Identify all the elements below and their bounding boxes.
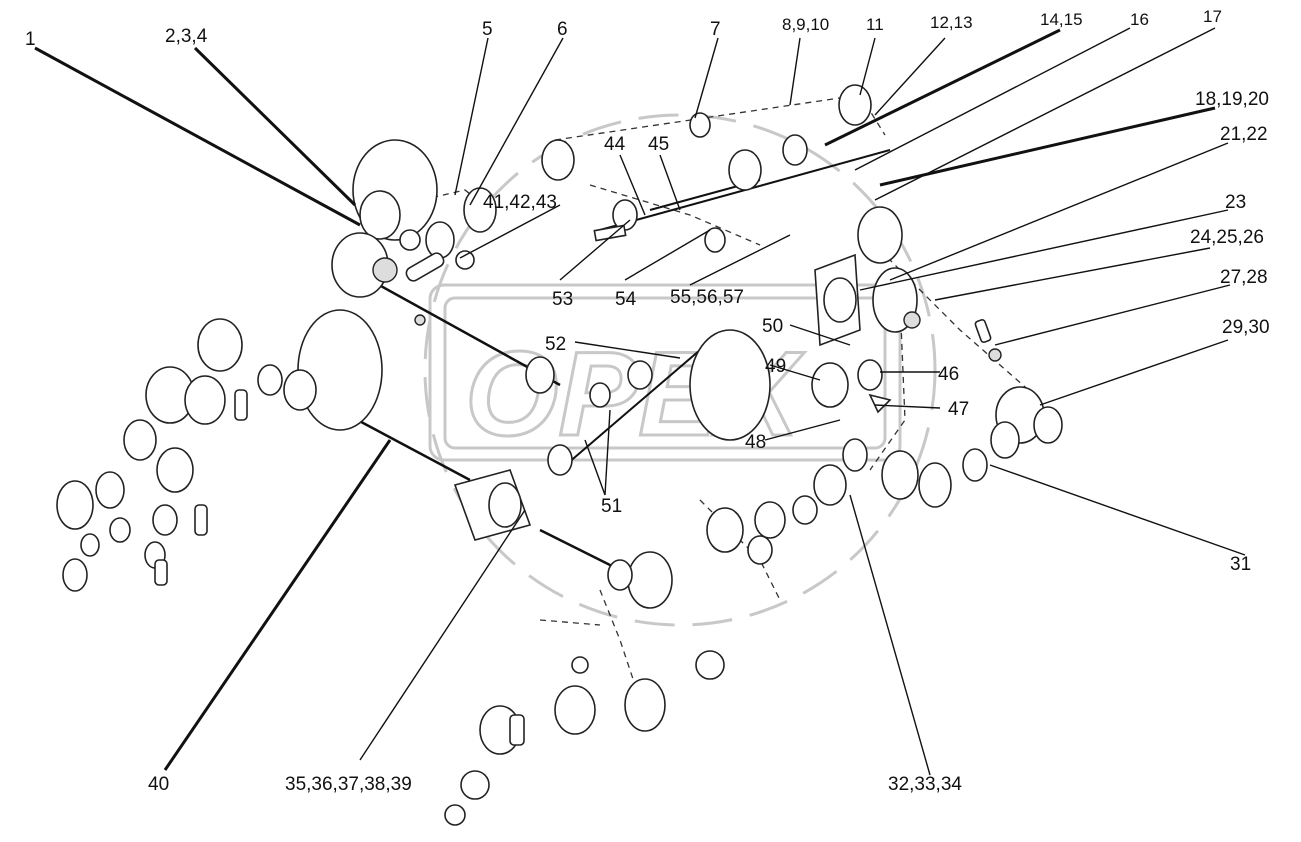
- label-31: 31: [1230, 554, 1251, 575]
- label-44: 44: [604, 134, 626, 155]
- label-18-19-20: 18,19,20: [1195, 89, 1269, 110]
- large-disc: [283, 309, 771, 441]
- label-55-56-57: 55,56,57: [670, 287, 744, 308]
- right-end-parts: [974, 318, 1063, 459]
- label-6: 6: [557, 19, 568, 40]
- label-27-28: 27,28: [1220, 267, 1268, 288]
- label-11: 11: [866, 15, 884, 34]
- label-50: 50: [762, 316, 783, 337]
- label-1: 1: [25, 29, 36, 50]
- label-2-3-4: 2,3,4: [165, 26, 208, 47]
- label-12-13: 12,13: [930, 13, 973, 32]
- label-45: 45: [648, 134, 669, 155]
- label-40: 40: [148, 774, 169, 795]
- label-14-15: 14,15: [1040, 10, 1083, 29]
- left-gear-train: [56, 318, 283, 592]
- label-8-9-10: 8,9,10: [782, 15, 829, 34]
- label-35-39: 35,36,37,38,39: [285, 774, 412, 795]
- label-5: 5: [482, 19, 493, 40]
- label-49: 49: [765, 356, 786, 377]
- upper-left-gear-cluster: [331, 139, 497, 326]
- label-52: 52: [545, 334, 566, 355]
- label-53: 53: [552, 289, 573, 310]
- label-29-30: 29,30: [1222, 317, 1270, 338]
- central-bracket: [811, 253, 921, 472]
- label-47: 47: [948, 399, 969, 420]
- label-48: 48: [745, 432, 766, 453]
- label-54: 54: [615, 289, 637, 310]
- lower-center-bracket: [453, 360, 653, 541]
- label-17: 17: [1203, 7, 1222, 26]
- label-23: 23: [1225, 192, 1246, 213]
- lower-parts: [444, 448, 988, 826]
- label-7: 7: [710, 19, 721, 40]
- label-46: 46: [938, 364, 959, 385]
- upper-shaft-assembly: [541, 84, 903, 264]
- callout-labels: 1 2,3,4 5 6 7 8,9,10 11 12,13 14,15 16 1…: [25, 7, 1270, 795]
- label-24-25-26: 24,25,26: [1190, 227, 1264, 248]
- label-21-22: 21,22: [1220, 124, 1268, 145]
- label-41-42-43: 41,42,43: [483, 192, 557, 213]
- leader-lines: [34, 27, 1246, 776]
- label-16: 16: [1130, 10, 1149, 29]
- label-51: 51: [601, 496, 622, 517]
- label-32-33-34: 32,33,34: [888, 774, 962, 795]
